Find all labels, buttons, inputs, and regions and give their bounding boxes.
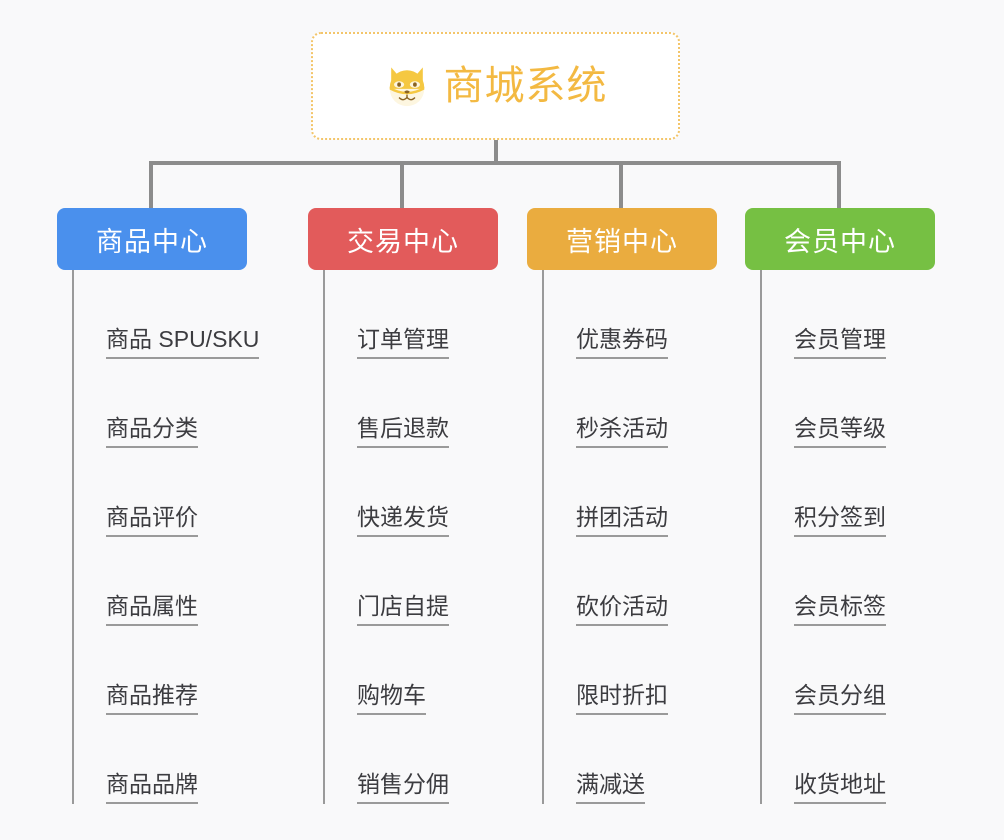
leaf-label: 订单管理	[357, 326, 449, 359]
connector-root-stem	[494, 140, 498, 163]
list-item[interactable]: 积分签到	[762, 448, 935, 537]
leaf-label: 销售分佣	[357, 771, 449, 804]
branch-column-1: 商品中心 商品 SPU/SKU 商品分类 商品评价 商品属性 商品推荐 商品品牌	[57, 208, 260, 804]
leaf-label: 拼团活动	[576, 504, 668, 537]
list-item[interactable]: 商品分类	[74, 359, 247, 448]
leaf-label: 积分签到	[794, 504, 886, 537]
list-item[interactable]: 砍价活动	[544, 537, 717, 626]
category-header-2[interactable]: 交易中心	[308, 208, 498, 270]
root-title: 商城系统	[443, 64, 608, 108]
leaf-label: 砍价活动	[576, 593, 668, 626]
leaf-list-2: 订单管理 售后退款 快递发货 门店自提 购物车 销售分佣	[323, 270, 498, 804]
list-item[interactable]: 会员标签	[762, 537, 935, 626]
leaf-label: 售后退款	[357, 415, 449, 448]
list-item[interactable]: 收货地址	[762, 715, 935, 804]
connector-drop-4	[837, 161, 841, 208]
leaf-label: 满减送	[576, 771, 645, 804]
leaf-label: 商品推荐	[106, 682, 198, 715]
list-item[interactable]: 优惠券码	[544, 270, 717, 359]
category-header-1[interactable]: 商品中心	[57, 208, 247, 270]
list-item[interactable]: 秒杀活动	[544, 359, 717, 448]
list-item[interactable]: 快递发货	[325, 448, 498, 537]
leaf-label: 商品属性	[106, 593, 198, 626]
list-item[interactable]: 限时折扣	[544, 626, 717, 715]
list-item[interactable]: 商品 SPU/SKU	[74, 270, 260, 359]
list-item[interactable]: 拼团活动	[544, 448, 717, 537]
list-item[interactable]: 售后退款	[325, 359, 498, 448]
leaf-label: 秒杀活动	[576, 415, 668, 448]
connector-drop-2	[400, 161, 404, 208]
leaf-label: 商品 SPU/SKU	[106, 326, 260, 359]
leaf-label: 会员管理	[794, 326, 886, 359]
leaf-list-3: 优惠券码 秒杀活动 拼团活动 砍价活动 限时折扣 满减送	[542, 270, 717, 804]
leaf-label: 会员标签	[794, 593, 886, 626]
connector-horizontal-bus	[149, 161, 841, 165]
leaf-label: 商品品牌	[106, 771, 198, 804]
category-header-4[interactable]: 会员中心	[745, 208, 935, 270]
leaf-label: 快递发货	[357, 504, 449, 537]
list-item[interactable]: 会员分组	[762, 626, 935, 715]
leaf-label: 商品分类	[106, 415, 198, 448]
root-node[interactable]: 商城系统	[311, 32, 680, 140]
branch-column-3: 营销中心 优惠券码 秒杀活动 拼团活动 砍价活动 限时折扣 满减送	[527, 208, 717, 804]
leaf-label: 优惠券码	[576, 326, 668, 359]
leaf-label: 会员分组	[794, 682, 886, 715]
list-item[interactable]: 会员等级	[762, 359, 935, 448]
list-item[interactable]: 满减送	[544, 715, 717, 804]
category-header-3[interactable]: 营销中心	[527, 208, 717, 270]
list-item[interactable]: 订单管理	[325, 270, 498, 359]
leaf-label: 限时折扣	[576, 682, 668, 715]
list-item[interactable]: 商品品牌	[74, 715, 247, 804]
branch-column-2: 交易中心 订单管理 售后退款 快递发货 门店自提 购物车 销售分佣	[308, 208, 498, 804]
connector-drop-1	[149, 161, 153, 208]
list-item[interactable]: 会员管理	[762, 270, 935, 359]
leaf-label: 收货地址	[794, 771, 886, 804]
leaf-list-4: 会员管理 会员等级 积分签到 会员标签 会员分组 收货地址	[760, 270, 935, 804]
list-item[interactable]: 商品属性	[74, 537, 247, 626]
leaf-list-1: 商品 SPU/SKU 商品分类 商品评价 商品属性 商品推荐 商品品牌	[72, 270, 260, 804]
branch-column-4: 会员中心 会员管理 会员等级 积分签到 会员标签 会员分组 收货地址	[745, 208, 935, 804]
list-item[interactable]: 商品推荐	[74, 626, 247, 715]
leaf-label: 购物车	[357, 682, 426, 715]
leaf-label: 商品评价	[106, 504, 198, 537]
leaf-label: 门店自提	[357, 593, 449, 626]
list-item[interactable]: 销售分佣	[325, 715, 498, 804]
list-item[interactable]: 购物车	[325, 626, 498, 715]
leaf-label: 会员等级	[794, 415, 886, 448]
list-item[interactable]: 商品评价	[74, 448, 247, 537]
dog-face-icon	[389, 67, 424, 107]
list-item[interactable]: 门店自提	[325, 537, 498, 626]
connector-drop-3	[619, 161, 623, 208]
